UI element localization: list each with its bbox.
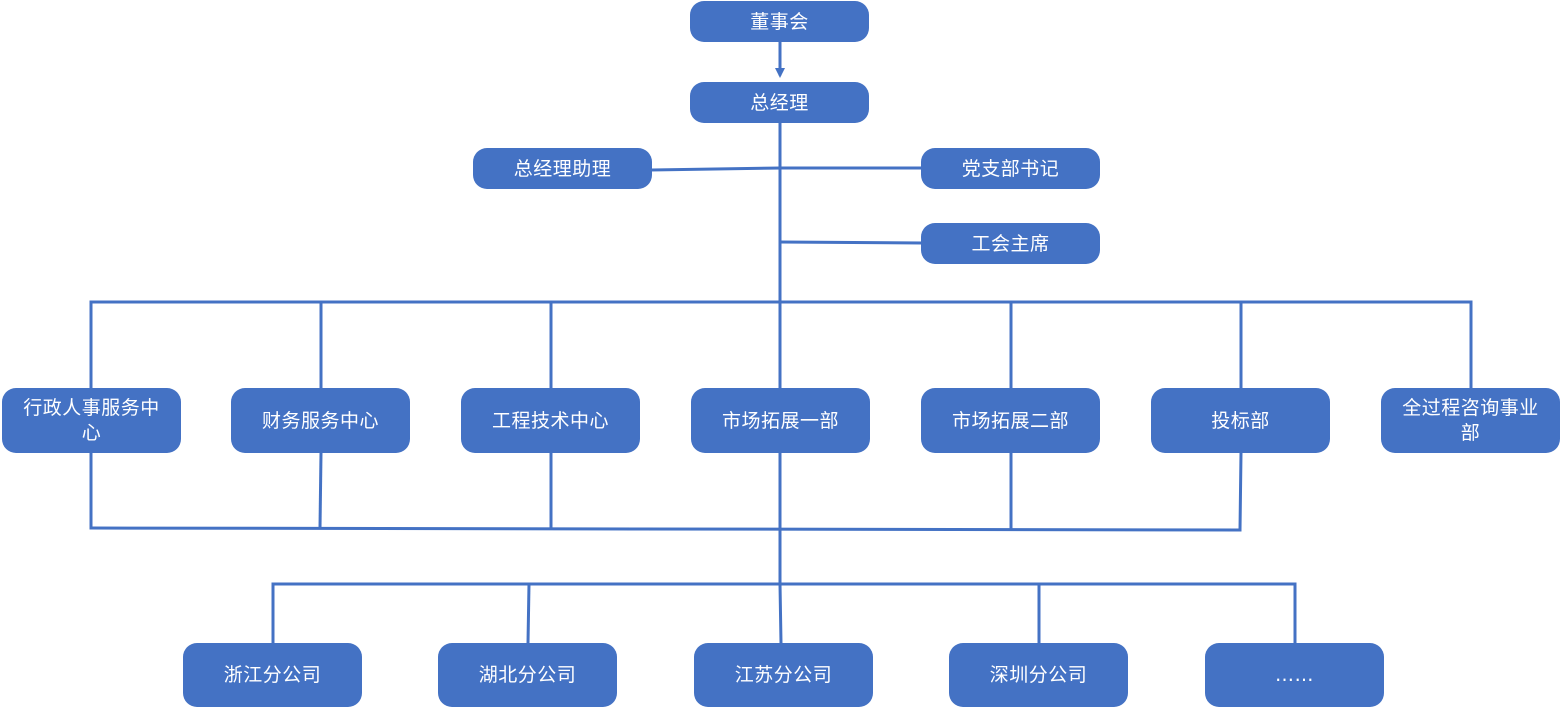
branch-node-shenzhen: 深圳分公司 bbox=[949, 643, 1128, 707]
union-chairman-node: 工会主席 bbox=[921, 223, 1100, 264]
branch-node-jiangsu: 江苏分公司 bbox=[694, 643, 873, 707]
assistant-connector bbox=[650, 166, 782, 172]
branch-drop-2 bbox=[526, 582, 531, 645]
board-node: 董事会 bbox=[690, 1, 869, 42]
department-node-market-1: 市场拓展一部 bbox=[691, 388, 870, 453]
union-chairman-connector bbox=[778, 240, 923, 245]
department-node-admin-hr: 行政人事服务中心 bbox=[2, 388, 181, 453]
dept-rise-2 bbox=[318, 451, 323, 530]
branch-node-zhejiang: 浙江分公司 bbox=[183, 643, 362, 707]
department-node-consulting: 全过程咨询事业部 bbox=[1381, 388, 1560, 453]
department-node-bidding: 投标部 bbox=[1151, 388, 1330, 453]
gm-assistant-node: 总经理助理 bbox=[473, 148, 652, 189]
branch-node-more: …… bbox=[1205, 643, 1384, 707]
dept-rise-6 bbox=[1238, 451, 1243, 532]
party-secretary-node: 党支部书记 bbox=[921, 148, 1100, 189]
branch-node-hubei: 湖北分公司 bbox=[438, 643, 617, 707]
department-bottom-bus bbox=[89, 526, 1242, 532]
department-node-market-2: 市场拓展二部 bbox=[921, 388, 1100, 453]
general-manager-node: 总经理 bbox=[690, 82, 869, 123]
department-node-engineering: 工程技术中心 bbox=[461, 388, 640, 453]
department-node-finance: 财务服务中心 bbox=[231, 388, 410, 453]
branch-drop-3 bbox=[778, 582, 783, 645]
